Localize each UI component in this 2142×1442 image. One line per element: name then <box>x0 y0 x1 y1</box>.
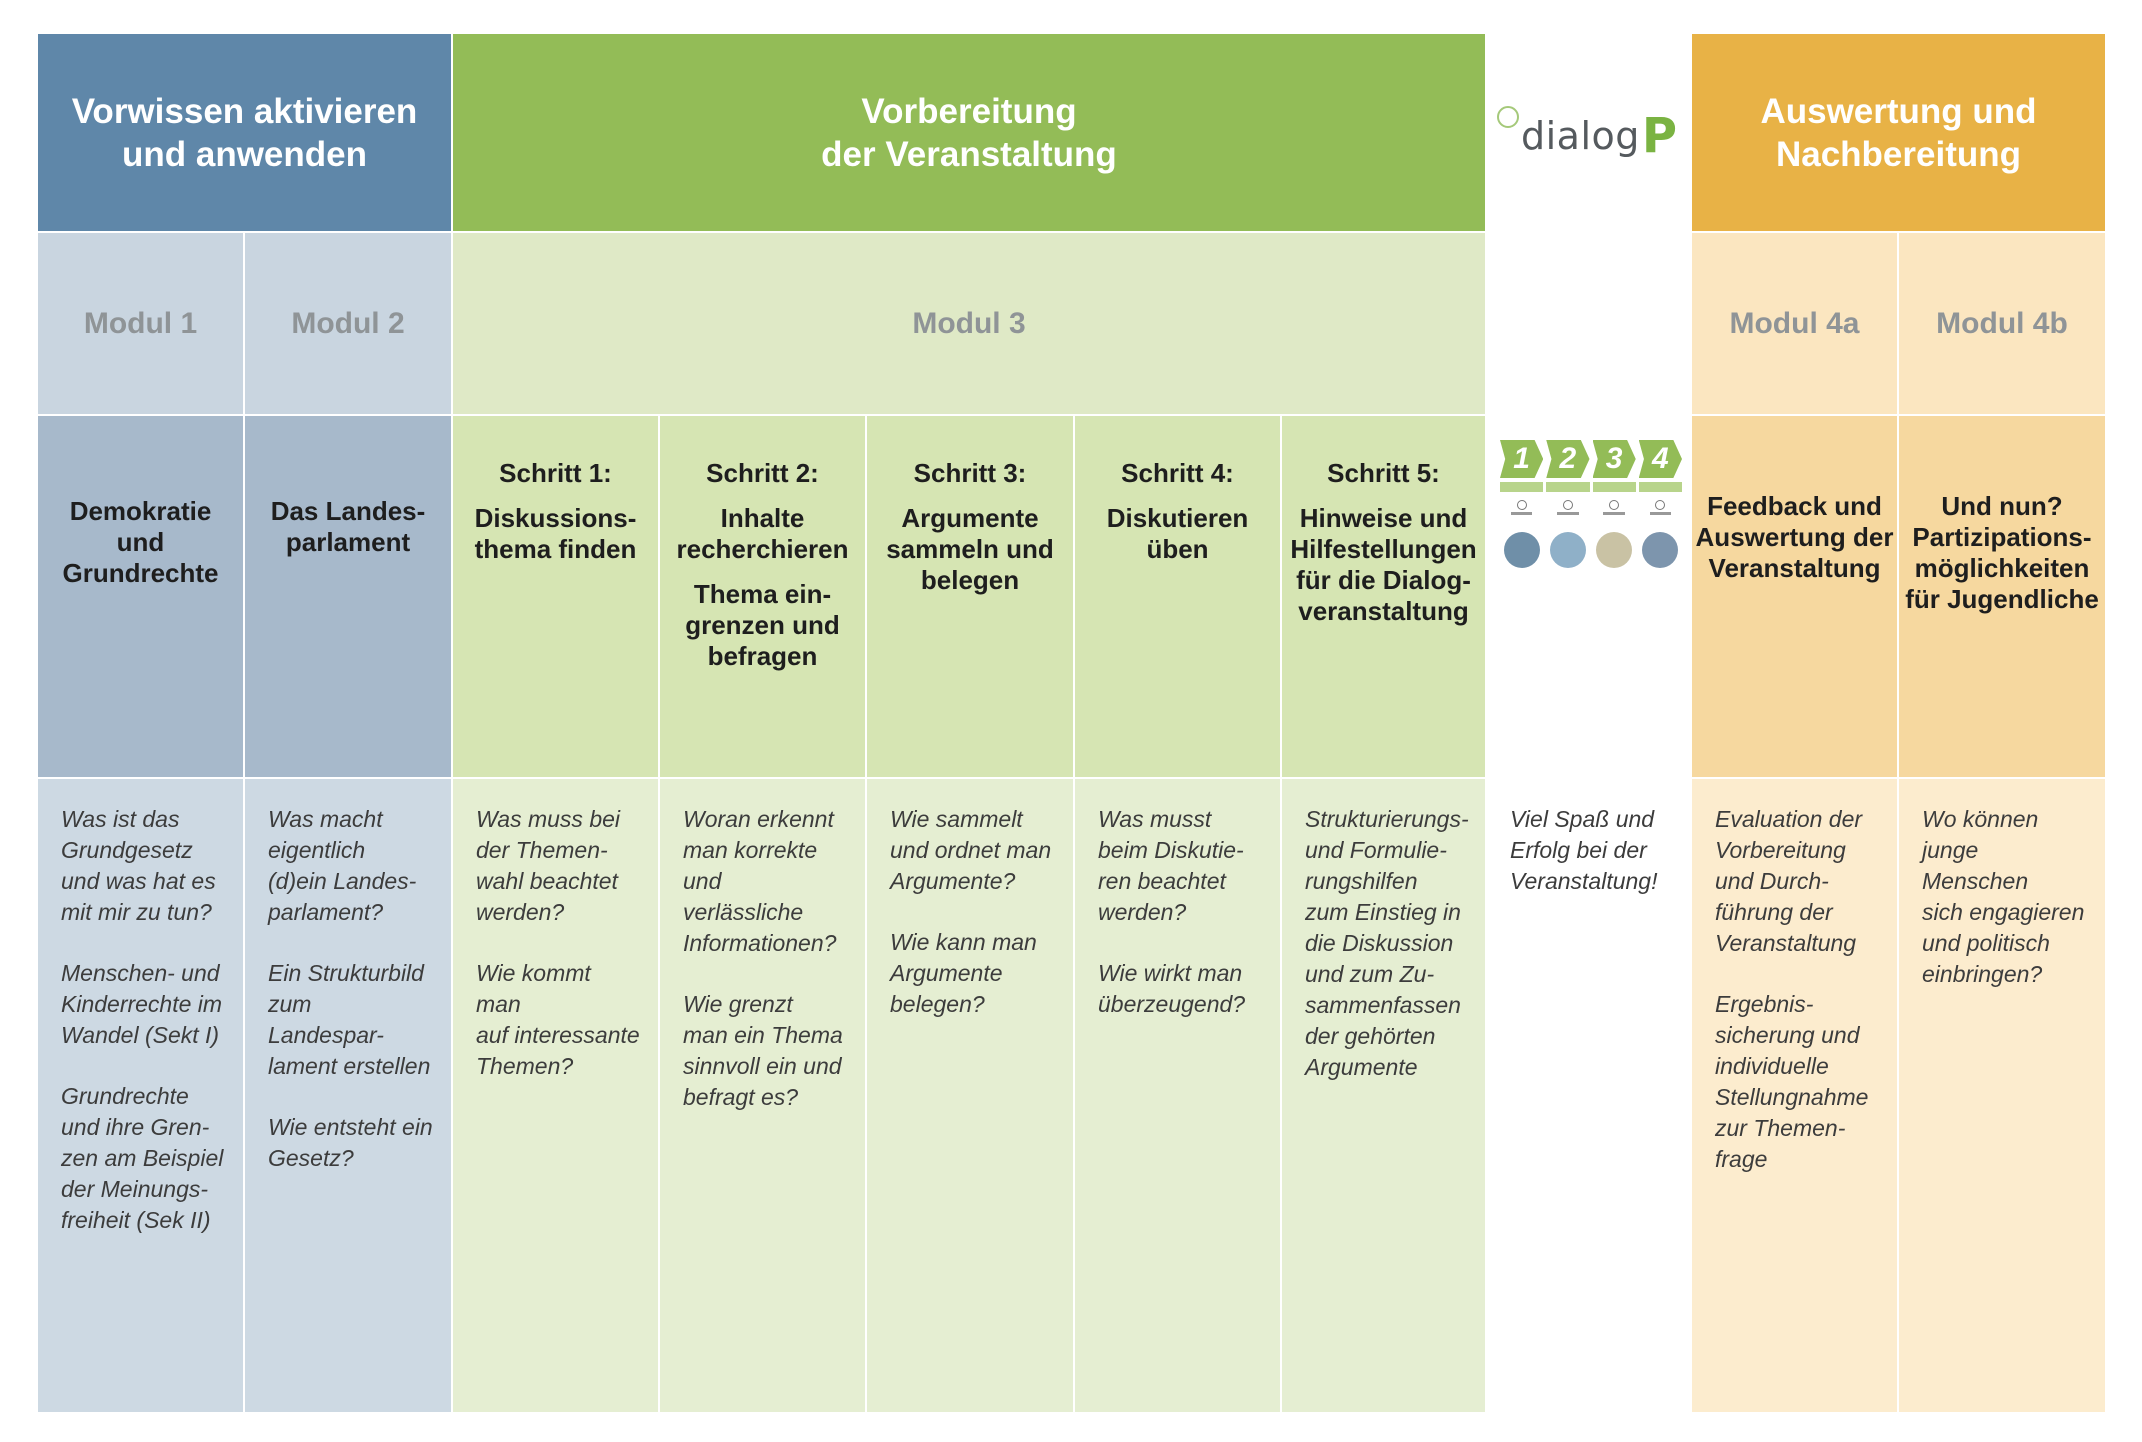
header-auswertung: Auswertung und Nachbereitung <box>1692 34 2105 231</box>
desc-paragraph: Strukturierungs- und Formulie- rungshilf… <box>1305 806 1469 1080</box>
thumbnail-3: 3 <box>1592 440 1636 580</box>
title-text: Demokratie und Grundrechte <box>62 496 219 588</box>
desc-paragraph: Wie kann man Argumente belegen? <box>890 929 1037 1017</box>
logo-text: dialog <box>1521 114 1640 158</box>
logo-letter: P <box>1641 108 1678 164</box>
title-text: Inhalte recherchieren <box>676 503 849 564</box>
clock-icon <box>1516 500 1527 510</box>
desc-paragraph: Wo können junge Menschen sich engagieren… <box>1922 806 2085 987</box>
clock-icon <box>1609 500 1620 510</box>
thumbnail-2: 2 <box>1546 440 1590 580</box>
desc-schritt-5: Strukturierungs- und Formulie- rungshilf… <box>1282 779 1485 1412</box>
desc-schritt-2: Woran erkennt man korrekte und verlässli… <box>660 779 865 1412</box>
thumbnail-photo <box>1549 532 1586 568</box>
step-label: Schritt 4: <box>1121 458 1234 488</box>
thumbnail-photo <box>1642 532 1679 568</box>
module-4b: Modul 4b <box>1899 233 2105 414</box>
thumbnail-photo <box>1503 532 1540 568</box>
clock-icon <box>1655 500 1666 510</box>
desc-modul-4a: Evaluation der Vorbereitung und Durch- f… <box>1692 779 1897 1412</box>
desc-paragraph: Was ist das Grundgesetz und was hat es m… <box>61 806 216 925</box>
desc-paragraph: Evaluation der Vorbereitung und Durch- f… <box>1715 806 1863 956</box>
thumbnail-time <box>1593 512 1636 515</box>
title-modul-2: Das Landes- parlament <box>245 416 451 777</box>
dialogp-logo: dialog P <box>1497 106 1678 164</box>
thumbnail-time <box>1639 512 1682 515</box>
thumbnail-photo <box>1596 532 1633 568</box>
desc-schritt-1: Was muss bei der Themen- wahl beachtet w… <box>453 779 658 1412</box>
title-text: Feedback und Auswertung der Veranstaltun… <box>1695 491 1894 583</box>
desc-paragraph: Ergebnis- sicherung und individuelle Ste… <box>1715 991 1869 1172</box>
desc-paragraph: Was macht eigentlich (d)ein Landes- parl… <box>268 806 417 925</box>
desc-paragraph: Menschen- und Kinderrechte im Wandel (Se… <box>61 960 223 1048</box>
desc-paragraph: Was muss bei der Themen- wahl beachtet w… <box>476 806 621 925</box>
thumbnail-time <box>1500 512 1543 515</box>
step-thumbnails: 1 2 3 4 <box>1500 440 1682 580</box>
desc-dialog: Viel Spaß und Erfolg bei der Veranstaltu… <box>1487 779 1690 1412</box>
step-label: Schritt 5: <box>1327 458 1440 488</box>
module-2: Modul 2 <box>245 233 451 414</box>
desc-modul-2: Was macht eigentlich (d)ein Landes- parl… <box>245 779 451 1412</box>
desc-paragraph: Viel Spaß und Erfolg bei der Veranstaltu… <box>1510 806 1658 894</box>
title-text: Diskussions- thema finden <box>474 503 637 564</box>
title-schritt-4: Schritt 4: Diskutieren üben <box>1075 416 1280 777</box>
header-vorbereitung: Vorbereitung der Veranstaltung <box>453 34 1485 231</box>
title-modul-1: Demokratie und Grundrechte <box>38 416 243 777</box>
thumbnail-band <box>1546 482 1590 492</box>
desc-paragraph: Grundrechte und ihre Gren- zen am Beispi… <box>61 1083 224 1233</box>
desc-schritt-4: Was musst beim Diskutie- ren beachtet we… <box>1075 779 1280 1412</box>
desc-modul-4b: Wo können junge Menschen sich engagieren… <box>1899 779 2105 1412</box>
title-text: Hinweise und Hilfestellungen für die Dia… <box>1290 503 1477 626</box>
step-label: Schritt 2: <box>706 458 819 488</box>
desc-paragraph: Wie entsteht ein Gesetz? <box>268 1114 433 1171</box>
title-schritt-3: Schritt 3: Argumente sammeln und belegen <box>867 416 1073 777</box>
step-label: Schritt 3: <box>913 458 1027 488</box>
title-schritt-2: Schritt 2: Inhalte recherchieren Thema e… <box>660 416 865 777</box>
desc-paragraph: Woran erkennt man korrekte und verlässli… <box>683 806 837 956</box>
thumbnail-band <box>1638 482 1682 492</box>
title-schritt-5: Schritt 5: Hinweise und Hilfestellungen … <box>1282 416 1485 777</box>
header-vorwissen: Vorwissen aktivieren und anwenden <box>38 34 451 231</box>
desc-paragraph: Ein Strukturbild zum Landespar- lament e… <box>268 960 431 1079</box>
thumbnail-number: 4 <box>1638 440 1682 478</box>
title-text: Argumente sammeln und belegen <box>886 503 1054 595</box>
desc-paragraph: Wie grenzt man ein Thema sinnvoll ein un… <box>683 991 843 1110</box>
title-text: Und nun? Partizipations- möglichkeiten f… <box>1905 491 2099 614</box>
module-3: Modul 3 <box>453 233 1485 414</box>
thumbnail-number: 1 <box>1500 440 1544 478</box>
clock-icon <box>1562 500 1573 510</box>
title-text-secondary: Thema ein- grenzen und befragen <box>685 579 840 671</box>
title-schritt-1: Schritt 1: Diskussions- thema finden <box>453 416 658 777</box>
thumbnail-band <box>1500 482 1544 492</box>
desc-modul-1: Was ist das Grundgesetz und was hat es m… <box>38 779 243 1412</box>
step-label: Schritt 1: <box>499 458 612 488</box>
desc-paragraph: Wie wirkt man überzeugend? <box>1098 960 1246 1017</box>
desc-paragraph: Wie sammelt und ordnet man Argumente? <box>890 806 1052 894</box>
thumbnail-time <box>1546 512 1589 515</box>
module-4a: Modul 4a <box>1692 233 1897 414</box>
title-modul-4a: Feedback und Auswertung der Veranstaltun… <box>1692 416 1897 777</box>
thumbnail-number: 2 <box>1546 440 1590 478</box>
thumbnail-band <box>1592 482 1636 492</box>
thumbnail-1: 1 <box>1500 440 1544 580</box>
desc-paragraph: Wie kommt man auf interessante Themen? <box>476 960 640 1079</box>
title-text: Diskutieren üben <box>1106 503 1249 564</box>
title-modul-4b: Und nun? Partizipations- möglichkeiten f… <box>1899 416 2105 777</box>
thumbnail-4: 4 <box>1638 440 1682 580</box>
logo-mark-icon <box>1497 106 1519 128</box>
thumbnail-number: 3 <box>1592 440 1636 478</box>
desc-paragraph: Was musst beim Diskutie- ren beachtet we… <box>1098 806 1244 925</box>
desc-schritt-3: Wie sammelt und ordnet man Argumente? Wi… <box>867 779 1073 1412</box>
title-text: Das Landes- parlament <box>270 496 426 557</box>
module-1: Modul 1 <box>38 233 243 414</box>
